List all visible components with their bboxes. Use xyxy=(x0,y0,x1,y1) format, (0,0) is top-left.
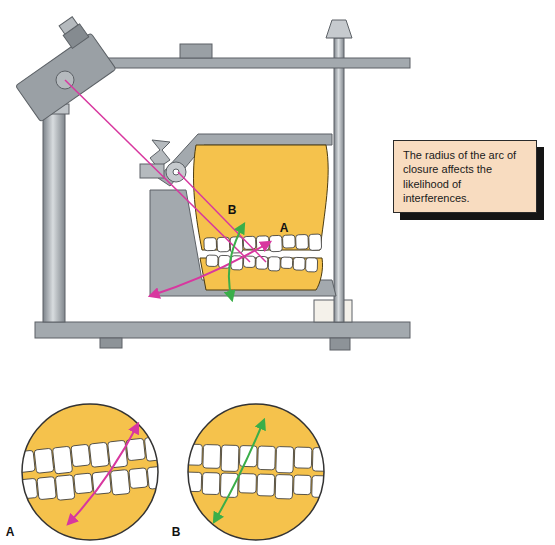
tooth xyxy=(294,447,312,468)
tooth xyxy=(185,444,203,465)
note-box: The radius of the arc of closure affects… xyxy=(393,140,537,213)
teeth-rows xyxy=(204,234,322,272)
tooth xyxy=(19,478,38,499)
tooth xyxy=(281,257,293,269)
tooth xyxy=(294,475,312,495)
note-text: The radius of the arc of closure affects… xyxy=(403,148,527,205)
tooth xyxy=(203,445,221,469)
detail-circle-b xyxy=(184,402,330,542)
tooth xyxy=(129,468,148,489)
dental-casts xyxy=(194,145,329,290)
tooth xyxy=(184,472,202,492)
part-letter: A xyxy=(6,526,15,538)
tooth xyxy=(239,474,257,494)
detail-circle-a xyxy=(16,402,167,542)
tooth xyxy=(296,234,309,249)
tooth xyxy=(258,446,276,470)
tooth xyxy=(283,235,296,248)
tooth xyxy=(206,255,218,267)
tooth xyxy=(306,258,318,272)
tooth xyxy=(204,238,217,251)
tooth xyxy=(34,448,54,473)
tooth xyxy=(243,236,256,249)
tooth xyxy=(202,473,220,495)
tooth xyxy=(276,447,294,473)
part-letter: B xyxy=(172,526,181,538)
tooth xyxy=(268,257,280,271)
tooth xyxy=(257,474,275,496)
tooth xyxy=(108,440,128,468)
tooth xyxy=(89,442,109,467)
closure-arcs xyxy=(65,80,270,300)
tooth xyxy=(52,446,72,474)
tooth xyxy=(71,444,91,467)
part-letter: A xyxy=(280,222,289,234)
tooth xyxy=(221,445,239,471)
tooth xyxy=(55,475,75,501)
tooth xyxy=(275,475,293,499)
tooth xyxy=(110,470,130,496)
tooth xyxy=(293,257,305,270)
tooth xyxy=(37,477,56,500)
tooth xyxy=(74,473,93,494)
tooth xyxy=(269,235,282,251)
tooth xyxy=(16,450,36,473)
tooth xyxy=(309,234,322,250)
part-letter: B xyxy=(228,204,237,216)
articulator-frame xyxy=(2,13,410,350)
